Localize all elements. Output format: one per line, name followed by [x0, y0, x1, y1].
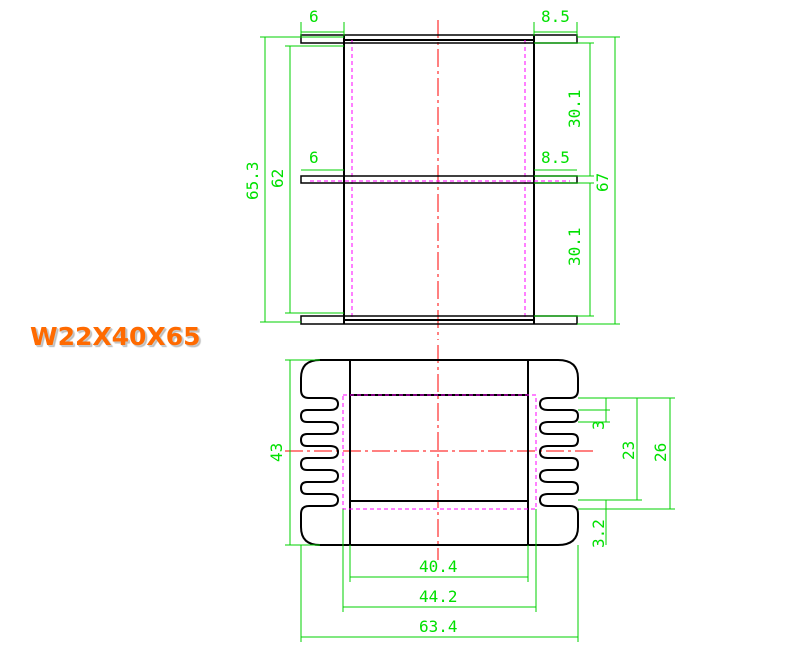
- dim-flange-right-top: 8.5: [541, 7, 570, 26]
- part-title: W22X40X65: [30, 322, 201, 351]
- dim-bottom-height: 43: [267, 443, 286, 462]
- dim-height-inner: 62: [268, 169, 287, 188]
- dim-width-mid: 44.2: [419, 587, 458, 606]
- dim-height-total: 67: [593, 173, 612, 192]
- flange-top: [300, 34, 578, 44]
- dim-width-inner: 40.4: [419, 557, 458, 576]
- bottom-view: 43 40.4 44.2 63.4 3 23 26 3.2: [267, 345, 675, 642]
- dim-pin-span: 23: [619, 441, 638, 460]
- dim-pin-offset: 3.2: [589, 519, 608, 548]
- dim-height-outer: 65.3: [243, 161, 262, 200]
- top-view: 6 8.5 6 8.5 65.3 62 30.1 30.1 67: [243, 7, 620, 340]
- dim-section-upper: 30.1: [565, 89, 584, 128]
- dim-width-total: 63.4: [419, 617, 458, 636]
- dim-flange-left-top: 6: [309, 7, 319, 26]
- flange-bottom: [300, 315, 578, 325]
- dim-flange-left-mid: 6: [309, 148, 319, 167]
- dim-pin-outer: 26: [651, 443, 670, 462]
- flange-middle: [300, 175, 578, 184]
- flange-outline: [299, 359, 580, 546]
- dim-section-lower: 30.1: [565, 227, 584, 266]
- dim-slot: 3: [589, 420, 608, 430]
- dim-flange-right-mid: 8.5: [541, 148, 570, 167]
- bobbin-body: [343, 39, 535, 321]
- hidden-core-window: [342, 394, 537, 510]
